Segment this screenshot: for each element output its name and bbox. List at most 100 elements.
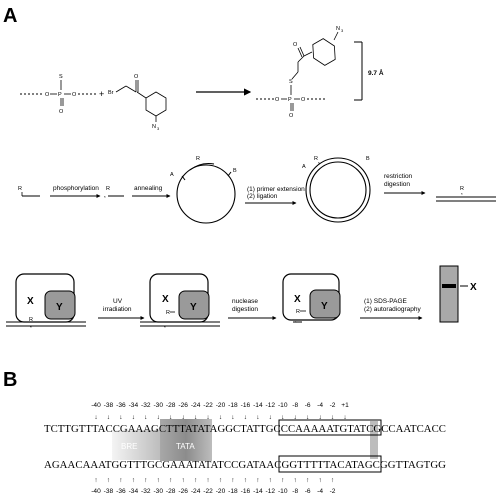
up-arrow-icon: ↑ [306,477,309,484]
down-arrow-icon: ↓ [144,414,147,421]
svg-text:3: 3 [341,28,344,33]
gel-lane: X [439,265,477,323]
annealed-circle: R * A B [170,156,237,224]
protein-y-label: Y [56,302,63,313]
svg-text:Y: Y [321,301,328,312]
up-arrow-icon: ↑ [119,477,122,484]
top-position-label: -4 [317,402,323,409]
up-arrow-icon: ↑ [194,477,197,484]
svg-text:*: * [197,164,199,169]
down-arrow-icon: ↓ [119,414,122,421]
down-arrow-icon: ↓ [132,414,135,421]
bottom-position-label: -14 [253,488,263,495]
svg-text:R: R [166,310,170,316]
svg-text:O: O [289,113,294,119]
down-arrow-icon: ↓ [331,414,334,421]
top-position-label: -14 [253,402,263,409]
down-arrow-icon: ↓ [318,414,321,421]
up-arrow-icon: ↑ [107,477,110,484]
up-arrow-icon: ↑ [169,477,172,484]
crosslinker-product: O P O O S O N 3 [256,26,344,119]
up-arrow-icon: ↑ [269,477,272,484]
annealing-label: annealing [134,185,163,192]
up-arrow-icon: ↑ [182,477,185,484]
digestion-label: digestion [384,181,410,188]
svg-text:X: X [162,294,169,305]
bromo-label: Br [108,90,114,96]
nuclease-label: nuclease [232,298,258,305]
bottom-strand-sequence: AGAACAAATGGTTTGCGAAATATATCCGATAACGGTTTTT… [44,460,447,471]
svg-text:S: S [289,79,293,85]
down-arrow-icon: ↓ [94,414,97,421]
top-position-label: -26 [178,402,188,409]
top-position-label: -16 [241,402,251,409]
down-arrow-icon: ↓ [194,414,197,421]
panel-label-b: B [3,369,17,391]
down-arrow-icon: ↓ [169,414,172,421]
top-position-label: -8 [292,402,298,409]
top-position-labels: -40-38-36-34-32-30-28-26-24-22-20-18-16-… [91,402,349,409]
top-position-arrows: ↓↓↓↓↓↓↓↓↓↓↓↓↓↓↓↓↓↓↓↓↓ [94,414,346,421]
bottom-position-label: -22 [203,488,213,495]
bottom-position-label: -24 [191,488,201,495]
down-arrow-icon: ↓ [343,414,346,421]
bottom-position-label: -16 [241,488,251,495]
phosphorothioate-s-label: S [59,74,63,80]
up-arrow-icon: ↑ [294,477,297,484]
bottom-position-label: -6 [305,488,311,495]
svg-text:O: O [301,97,306,103]
up-arrow-icon: ↑ [281,477,284,484]
top-position-label: -24 [191,402,201,409]
complex-1: R * X Y [6,273,86,330]
bottom-position-label: -4 [317,488,323,495]
bottom-position-label: -8 [292,488,298,495]
top-position-label: -38 [104,402,114,409]
svg-text:R: R [460,186,464,192]
phosphorylated-oligo: R * [104,186,124,200]
svg-text:B: B [366,156,370,162]
svg-text:R: R [106,186,110,192]
up-arrow-icon: ↑ [331,477,334,484]
down-arrow-icon: ↓ [219,414,222,421]
svg-text:R: R [18,186,22,192]
restriction-label: restriction [384,173,413,180]
down-arrow-icon: ↓ [182,414,185,421]
down-arrow-icon: ↓ [281,414,284,421]
top-position-label: -18 [228,402,238,409]
bromoacetyl-azide-reactant: Br O N 3 [108,74,167,131]
nuclease-digestion-label: digestion [232,306,258,313]
up-arrow-icon: ↑ [144,477,147,484]
top-position-label: -6 [305,402,311,409]
top-position-label: -34 [129,402,139,409]
svg-text:A: A [170,172,174,178]
svg-text:X: X [294,294,301,305]
top-position-label: -40 [91,402,101,409]
irradiation-label: irradiation [103,306,132,313]
linear-dna-product: R * [436,186,496,202]
azide-label: N [152,124,156,130]
svg-text:*: * [318,161,320,166]
ligation-label: (2) ligation [247,193,278,200]
top-position-label: -28 [166,402,176,409]
oligo-r: R [18,186,40,197]
bottom-position-label: -26 [178,488,188,495]
svg-text:*: * [164,325,166,330]
svg-text:N: N [336,26,340,32]
bottom-position-label: -36 [116,488,126,495]
svg-text:O: O [45,92,50,98]
svg-text:O: O [275,97,280,103]
sds-page-label: (1) SDS-PAGE [364,298,408,305]
svg-text:O: O [134,74,139,80]
plus-sign: + [99,89,104,99]
bottom-position-label: -28 [166,488,176,495]
bottom-position-label: -20 [216,488,226,495]
up-arrow-icon: ↑ [157,477,160,484]
svg-text:R: R [196,156,200,162]
svg-text:R: R [296,309,300,315]
double-stranded-circle: R * A B [302,156,371,223]
top-strand-box [278,419,382,436]
down-arrow-icon: ↓ [206,414,209,421]
bottom-position-label: -18 [228,488,238,495]
bottom-position-label: -32 [141,488,151,495]
